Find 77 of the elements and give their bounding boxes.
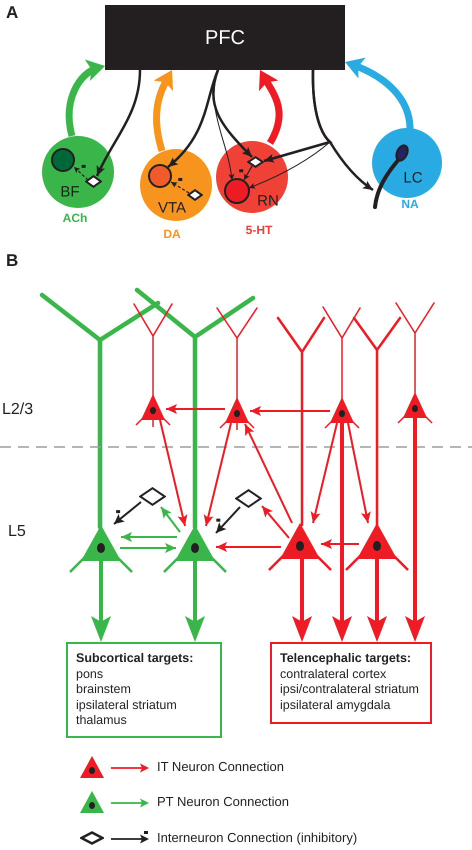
interneuron-diamond	[187, 189, 203, 201]
connection-arrow	[345, 58, 414, 130]
connection-arrow	[347, 422, 371, 524]
panel-label: B	[6, 252, 18, 269]
pyramidal-neuron	[357, 523, 397, 559]
connection-arrow	[185, 561, 205, 642]
connection-arrow	[212, 70, 253, 158]
connection-arrow	[74, 166, 88, 180]
region-label: VTA	[158, 200, 186, 216]
pyramidal-neuron	[81, 525, 121, 561]
connection-arrow	[66, 60, 105, 137]
connection-arrow	[120, 543, 176, 553]
target-item: thalamus	[76, 713, 127, 728]
target-item: ipsilateral striatum	[76, 698, 177, 713]
target-item: brainstem	[76, 682, 131, 698]
neurotransmitter-label: 5-HT	[246, 224, 272, 236]
connection-arrow	[121, 532, 177, 542]
legend-text: IT Neuron Connection	[157, 760, 284, 773]
connection-arrow	[167, 70, 220, 168]
connection-arrow	[159, 420, 188, 526]
connection-arrow	[250, 406, 330, 416]
connection-arrow	[166, 404, 225, 414]
panel-label: A	[6, 4, 18, 21]
region-label: LC	[403, 170, 423, 186]
neurotransmitter-label: ACh	[62, 212, 88, 224]
connection-arrow	[244, 424, 293, 524]
connection-arrow	[243, 166, 253, 180]
pyramidal-neuron	[403, 392, 427, 418]
region-label: PFC	[205, 28, 245, 48]
region-label: RN	[257, 194, 279, 208]
connection-arrow	[261, 505, 290, 539]
brain-region-box	[105, 5, 345, 70]
pyramidal-neuron	[175, 525, 215, 561]
pyramidal-neuron	[141, 394, 165, 420]
connection-arrow	[321, 539, 359, 549]
neuron-circle	[51, 148, 75, 172]
connection-arrow	[259, 70, 283, 145]
panel-label: L5	[8, 524, 26, 540]
targets-box	[66, 642, 222, 738]
connection-arrow	[214, 70, 234, 180]
connection-arrow	[312, 70, 374, 192]
target-item: ipsi/contralateral striatum	[280, 682, 419, 698]
interneuron-diamond	[235, 489, 262, 508]
neurotransmitter-label: DA	[163, 228, 181, 240]
connection-arrow	[204, 422, 232, 526]
connection-arrow	[170, 181, 190, 194]
connection-arrow	[332, 423, 352, 642]
region-label: BF	[60, 184, 80, 200]
pyramidal-neuron	[330, 397, 354, 423]
connection-arrow	[292, 559, 312, 642]
connection-arrow	[405, 418, 425, 642]
connection-arrow	[91, 561, 111, 642]
connection-arrow	[160, 506, 181, 533]
target-item: contralateral cortex	[280, 666, 386, 682]
legend-text: Interneuron Connection (inhibitory)	[157, 831, 358, 844]
targets-box	[270, 642, 432, 724]
interneuron-diamond	[139, 487, 166, 506]
connection-arrow	[215, 506, 241, 534]
legend-text: PT Neuron Connection	[157, 795, 290, 808]
connection-arrow	[153, 70, 174, 152]
interneuron-diamond	[85, 175, 102, 188]
targets-heading: Telencephalic targets:	[280, 651, 412, 666]
interneuron-diamond	[247, 156, 264, 168]
neurotransmitter-label: NA	[401, 198, 419, 210]
neuron-circle	[148, 164, 172, 188]
connection-arrow	[216, 542, 281, 552]
connection-arrow	[113, 501, 142, 525]
targets-heading: Subcortical targets:	[76, 651, 194, 666]
pyramidal-neuron	[280, 523, 320, 559]
panel-label: L2/3	[2, 402, 34, 418]
target-item: ipsilateral amygdala	[280, 698, 390, 713]
connection-arrow	[96, 70, 142, 177]
target-item: pons	[76, 666, 104, 682]
neuron-circle	[224, 178, 250, 204]
connection-arrow	[367, 559, 387, 642]
pyramidal-neuron	[225, 397, 249, 423]
connection-arrow	[310, 422, 338, 524]
